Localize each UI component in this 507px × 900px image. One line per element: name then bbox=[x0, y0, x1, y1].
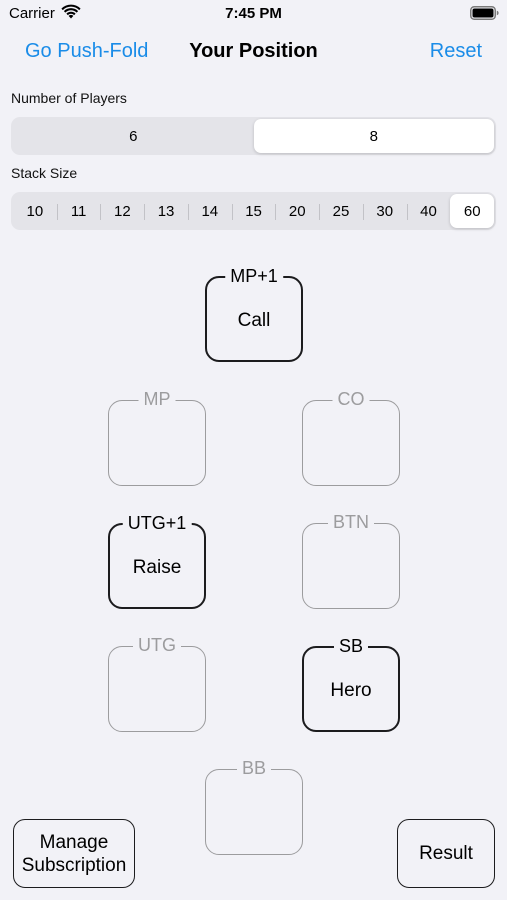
seat-label: SB bbox=[333, 634, 369, 658]
clock: 7:45 PM bbox=[225, 5, 282, 22]
stack-option-60[interactable]: 60 bbox=[450, 194, 495, 228]
seat-action: Call bbox=[237, 310, 271, 331]
back-button[interactable]: Go Push-Fold bbox=[25, 40, 149, 62]
manage-label-line1: Manage bbox=[39, 831, 109, 853]
reset-button[interactable]: Reset bbox=[429, 40, 482, 62]
stack-option-30[interactable]: 30 bbox=[362, 194, 407, 228]
seat-label: CO bbox=[332, 387, 370, 411]
status-bar: Carrier 7:45 PM bbox=[0, 0, 507, 28]
result-button[interactable]: Result bbox=[397, 819, 495, 888]
page-title: Your Position bbox=[189, 40, 318, 62]
players-segmented-control: 6 8 bbox=[11, 117, 496, 155]
players-option-6[interactable]: 6 bbox=[129, 127, 138, 145]
players-label: Number of Players bbox=[11, 90, 127, 106]
manage-label-line2: Subscription bbox=[21, 854, 127, 876]
manage-subscription-button[interactable]: Manage Subscription bbox=[13, 819, 135, 888]
manage-subscription-label: Manage Subscription bbox=[22, 831, 127, 877]
seat-mp1[interactable]: MP+1 Call bbox=[205, 264, 303, 362]
seat-label: BTN bbox=[328, 510, 374, 534]
seat-label: MP+1 bbox=[225, 264, 283, 288]
seat-label: UTG+1 bbox=[122, 511, 192, 535]
stack-option-15[interactable]: 15 bbox=[231, 194, 276, 228]
stack-option-25[interactable]: 25 bbox=[319, 194, 363, 228]
seat-label: UTG bbox=[133, 633, 181, 657]
wifi-icon bbox=[61, 4, 81, 19]
stack-option-20[interactable]: 20 bbox=[275, 194, 319, 228]
seat-action: Hero bbox=[330, 680, 372, 701]
stack-option-14[interactable]: 14 bbox=[187, 194, 232, 228]
seat-utg1[interactable]: UTG+1 Raise bbox=[108, 511, 206, 609]
seat-co[interactable]: CO bbox=[302, 387, 400, 486]
seat-bb[interactable]: BB bbox=[205, 756, 303, 855]
seat-utg[interactable]: UTG bbox=[108, 633, 206, 732]
seat-action: Raise bbox=[132, 557, 182, 578]
stack-option-10[interactable]: 10 bbox=[26, 202, 44, 220]
seat-label: MP bbox=[138, 387, 176, 411]
seat-mp[interactable]: MP bbox=[108, 387, 206, 486]
seat-sb[interactable]: SB Hero bbox=[302, 634, 400, 732]
stack-option-40[interactable]: 40 bbox=[406, 194, 451, 228]
carrier-label: Carrier bbox=[9, 5, 55, 22]
players-option-8[interactable]: 8 bbox=[253, 119, 494, 153]
stack-option-11[interactable]: 11 bbox=[56, 194, 101, 228]
stack-option-13[interactable]: 13 bbox=[144, 194, 188, 228]
seat-label: BB bbox=[236, 756, 272, 780]
stack-option-12[interactable]: 12 bbox=[100, 194, 144, 228]
battery-icon bbox=[470, 6, 499, 20]
stack-label: Stack Size bbox=[11, 165, 78, 181]
seat-btn[interactable]: BTN bbox=[302, 510, 400, 609]
stack-segmented-control: 10 11 12 13 14 15 20 25 30 40 60 bbox=[11, 192, 496, 230]
